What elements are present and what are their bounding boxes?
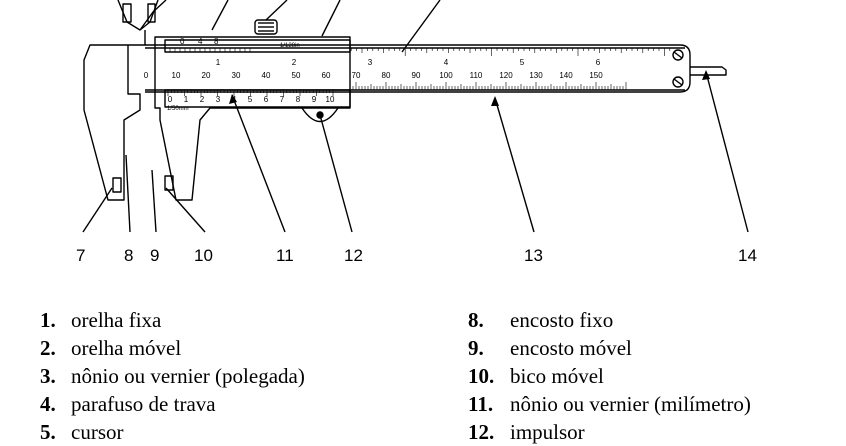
inch-scale-label-4: 4 bbox=[444, 58, 449, 67]
mm-scale-label-40: 40 bbox=[262, 71, 271, 80]
depth-rod bbox=[690, 66, 727, 76]
callout-13: 13 bbox=[524, 246, 543, 265]
callout-8: 8 bbox=[124, 246, 133, 265]
nonius-inch-4: 4 bbox=[198, 37, 203, 46]
mm-vernier-label: 1/50mm bbox=[167, 106, 189, 112]
nonius-mm-label-0: 0 bbox=[168, 95, 173, 104]
nonius-mm-label-1: 1 bbox=[184, 95, 189, 104]
mm-scale-label-130: 130 bbox=[529, 71, 543, 80]
mm-scale-label-30: 30 bbox=[232, 71, 241, 80]
inch-vernier-label: 1/128in bbox=[280, 43, 300, 49]
mm-scale-label-100: 100 bbox=[439, 71, 453, 80]
legend-item: 5.cursor bbox=[40, 420, 124, 444]
nonius-mm-label-8: 8 bbox=[296, 95, 301, 104]
nonius-mm-label-4: 4 bbox=[232, 95, 237, 104]
end-screw-top bbox=[672, 49, 684, 61]
callout-11: 11 bbox=[276, 246, 294, 265]
mm-scale-label-60: 60 bbox=[322, 71, 331, 80]
legend-right: 8.encosto fixo 9.encosto móvel 10.bico m… bbox=[468, 306, 751, 446]
main-beam bbox=[145, 44, 691, 93]
fixed-jaw bbox=[83, 30, 146, 201]
legend-item: 9.encosto móvel bbox=[468, 336, 632, 360]
nonius-mm-label-3: 3 bbox=[216, 95, 221, 104]
mm-vernier bbox=[164, 89, 351, 108]
inch-scale-label-6: 6 bbox=[596, 58, 601, 67]
legend-item: 1.orelha fixa bbox=[40, 308, 162, 332]
legend-item: 4.parafuso de trava bbox=[40, 392, 216, 416]
inch-scale-label-1: 1 bbox=[216, 58, 221, 67]
legend-item: 2.orelha móvel bbox=[40, 336, 182, 360]
nonius-mm-label-6: 6 bbox=[264, 95, 269, 104]
callout-10: 10 bbox=[194, 246, 213, 265]
mm-scale-label-0: 0 bbox=[144, 71, 149, 80]
mm-scale-label-90: 90 bbox=[412, 71, 421, 80]
nonius-mm-label-5: 5 bbox=[248, 95, 253, 104]
nonius-mm-label-10: 10 bbox=[326, 95, 335, 104]
legend-item: 12.impulsor bbox=[468, 420, 585, 444]
inch-scale-label-3: 3 bbox=[368, 58, 373, 67]
mm-scale-label-70: 70 bbox=[352, 71, 361, 80]
inch-scale-label-2: 2 bbox=[292, 58, 297, 67]
impulsor bbox=[301, 107, 339, 123]
legend-left: 1.orelha fixa 2.orelha móvel 3.nônio ou … bbox=[40, 306, 305, 446]
end-screw-bottom bbox=[672, 76, 684, 88]
inch-vernier bbox=[164, 39, 351, 53]
mm-scale-label-50: 50 bbox=[292, 71, 301, 80]
inch-scale-label-5: 5 bbox=[520, 58, 525, 67]
nonius-inch-0: 0 bbox=[180, 37, 185, 46]
mm-scale-label-110: 110 bbox=[470, 71, 483, 80]
callout-12: 12 bbox=[344, 246, 363, 265]
mm-scale-label-20: 20 bbox=[202, 71, 211, 80]
callout-7: 7 bbox=[76, 246, 85, 265]
nonius-mm-label-2: 2 bbox=[200, 95, 205, 104]
legend-item: 10.bico móvel bbox=[468, 364, 604, 388]
legend-item: 8.encosto fixo bbox=[468, 308, 614, 332]
nonius-inch-8: 8 bbox=[214, 37, 219, 46]
nonius-mm-label-9: 9 bbox=[312, 95, 317, 104]
legend-item: 11.nônio ou vernier (milímetro) bbox=[468, 392, 751, 416]
callout-14: 14 bbox=[738, 246, 757, 265]
nonius-mm-label-7: 7 bbox=[280, 95, 285, 104]
callout-9: 9 bbox=[150, 246, 159, 265]
mm-scale-label-80: 80 bbox=[382, 71, 391, 80]
mm-scale-label-120: 120 bbox=[499, 71, 513, 80]
mm-scale-label-10: 10 bbox=[172, 71, 181, 80]
movable-ear bbox=[139, 0, 167, 31]
mm-scale-label-140: 140 bbox=[559, 71, 573, 80]
mm-scale-label-150: 150 bbox=[589, 71, 603, 80]
cursor bbox=[154, 36, 351, 201]
legend-item: 3.nônio ou vernier (polegada) bbox=[40, 364, 305, 388]
ear-slot bbox=[122, 3, 132, 23]
